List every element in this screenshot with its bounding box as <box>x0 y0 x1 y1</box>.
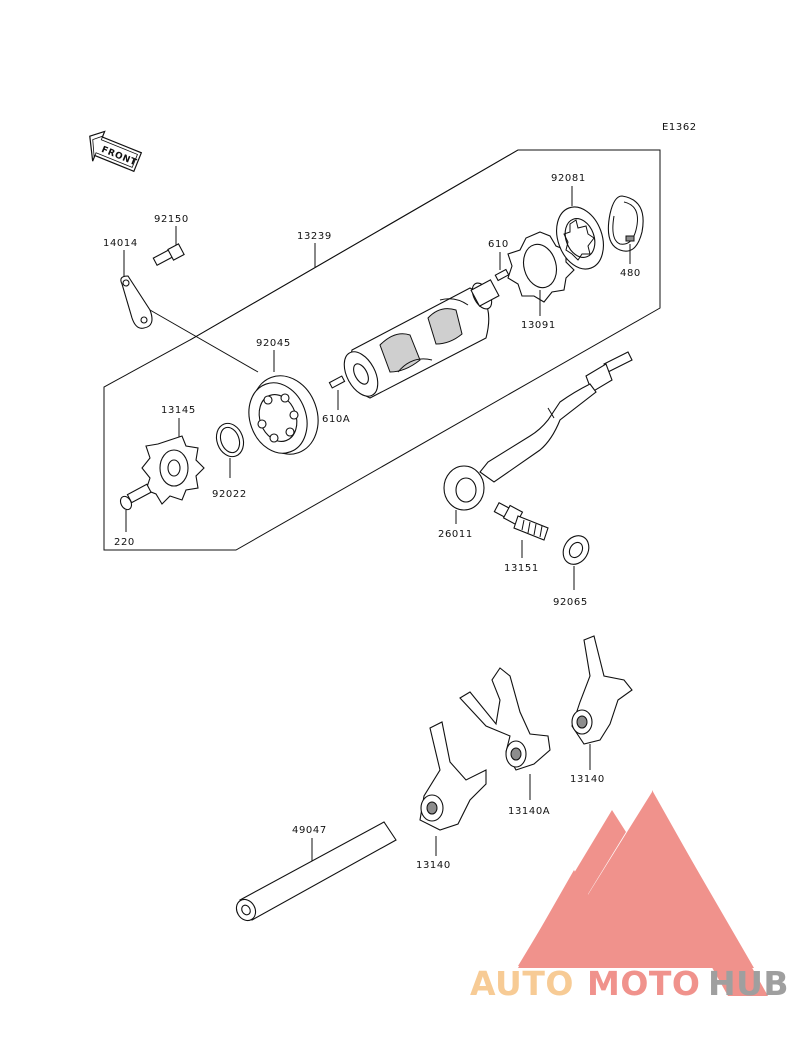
washer-92065: 92065 <box>553 535 590 608</box>
logo-triangle-shape <box>578 790 768 996</box>
label-13151: 13151 <box>504 563 539 574</box>
label-92065: 92065 <box>553 597 588 608</box>
label-92022: 92022 <box>212 489 247 500</box>
bearing-92045: 92045 <box>248 338 319 455</box>
diagram-code: E1362 <box>662 122 697 133</box>
label-610: 610 <box>488 239 509 250</box>
rod-49047: 49047 <box>235 821 397 922</box>
label-13140-right: 13140 <box>570 774 605 785</box>
shift-lever-26011: 26011 <box>438 351 633 540</box>
label-92150: 92150 <box>154 214 189 225</box>
shift-fork-13140-right: 13140 <box>570 635 633 785</box>
label-49047: 49047 <box>292 825 327 836</box>
logo-text-moto: MOTO <box>587 964 700 1003</box>
shift-drum <box>343 279 500 399</box>
label-92081: 92081 <box>551 173 586 184</box>
plate-14014: 14014 <box>103 238 259 373</box>
label-26011: 26011 <box>438 529 473 540</box>
label-14014: 14014 <box>103 238 138 249</box>
front-arrow-icon: FRONT <box>89 130 143 173</box>
label-13145: 13145 <box>161 405 196 416</box>
label-480: 480 <box>620 268 641 279</box>
logo-text-auto: AUTO <box>470 964 574 1003</box>
star-plate-13091: 13091 <box>507 231 575 331</box>
shift-fork-13140a: 13140A <box>459 667 551 817</box>
assembly-outline <box>103 149 661 551</box>
pin-610: 610 <box>488 239 510 282</box>
label-610a: 610A <box>322 414 350 425</box>
shift-fork-13140-left: 13140 <box>416 721 487 871</box>
circlip-480: 480 <box>607 195 644 279</box>
washer-92022: 92022 <box>212 422 247 500</box>
label-13140-left: 13140 <box>416 860 451 871</box>
bolt-220: 220 <box>114 483 152 548</box>
watermark-logo: AUTO MOTO HUB <box>470 790 789 1003</box>
bolt-92150: 92150 <box>152 214 189 266</box>
label-13140a: 13140A <box>508 806 550 817</box>
spring-pin-13151: 13151 <box>493 502 549 574</box>
label-220: 220 <box>114 537 135 548</box>
pin-610a: 610A <box>322 375 350 425</box>
label-13239: 13239 <box>297 231 332 242</box>
label-13091: 13091 <box>521 320 556 331</box>
label-92045: 92045 <box>256 338 291 349</box>
plate-92081: 92081 <box>551 173 604 270</box>
star-cam-13145: 13145 <box>141 405 205 505</box>
logo-text-hub: HUB <box>708 964 789 1003</box>
